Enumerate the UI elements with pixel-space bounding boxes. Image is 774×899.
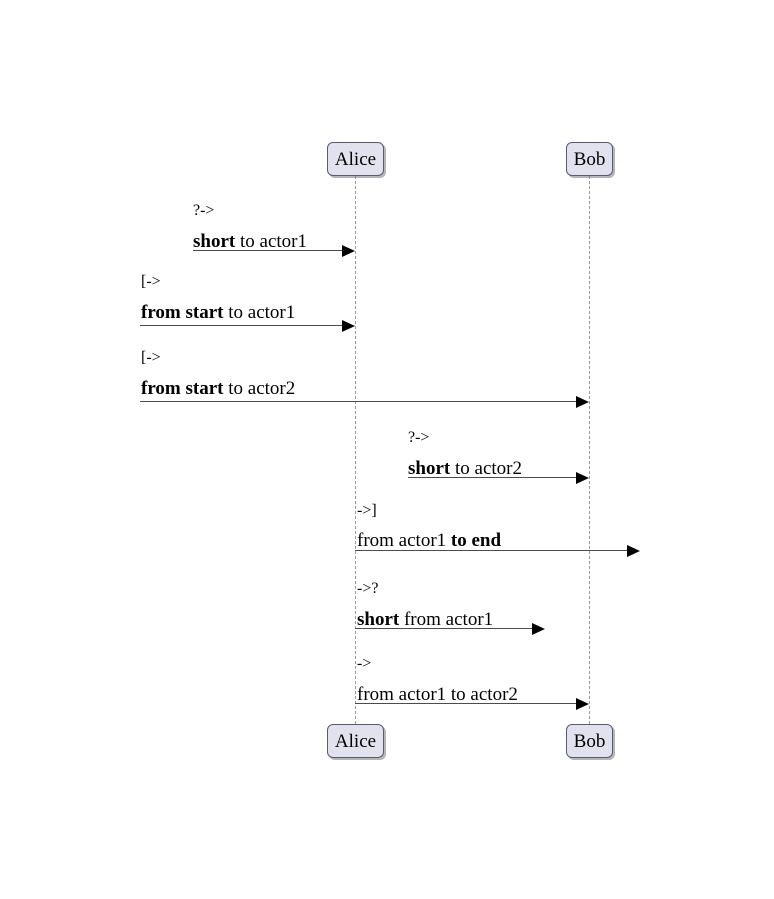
message-text-run: from actor1 — [357, 530, 451, 551]
message-arrow-head-2 — [342, 320, 355, 332]
message-text-4: short to actor2 — [408, 459, 522, 478]
message-kind-label-1: ?-> — [193, 202, 215, 219]
actor-box-actor1-top[interactable]: Alice — [327, 142, 384, 176]
message-text-run: from actor1 to actor2 — [357, 684, 518, 705]
message-kind-label-4: ?-> — [408, 429, 430, 446]
message-text-run: short — [357, 609, 400, 630]
message-text-run: from actor1 — [399, 609, 494, 630]
actor-box-actor2-bottom[interactable]: Bob — [566, 724, 613, 758]
message-arrow-head-7 — [576, 698, 589, 710]
message-text-7: from actor1 to actor2 — [357, 685, 518, 704]
message-arrow-line-5 — [355, 550, 630, 551]
message-text-5: from actor1 to end — [357, 531, 501, 550]
message-text-run: short — [193, 231, 236, 252]
message-arrow-head-1 — [342, 245, 355, 257]
message-kind-label-2: [-> — [141, 273, 161, 290]
message-kind-label-3: [-> — [141, 349, 161, 366]
message-arrow-head-6 — [532, 623, 545, 635]
actor-box-actor1-bottom[interactable]: Alice — [327, 724, 384, 758]
message-text-run: short — [408, 458, 451, 479]
actor-box-actor2-top[interactable]: Bob — [566, 142, 613, 176]
message-kind-label-7: -> — [357, 655, 372, 672]
message-arrow-line-2 — [140, 325, 345, 326]
message-text-1: short to actor1 — [193, 232, 307, 251]
message-text-run: to actor2 — [223, 378, 296, 399]
message-arrow-head-5 — [627, 545, 640, 557]
message-text-3: from start to actor2 — [141, 379, 295, 398]
message-text-run: to end — [450, 530, 502, 551]
lifeline-actor2 — [589, 176, 590, 724]
message-arrow-head-4 — [576, 472, 589, 484]
lifeline-actor1 — [355, 176, 356, 724]
message-text-2: from start to actor1 — [141, 303, 295, 322]
message-arrow-line-4 — [408, 477, 579, 478]
message-text-run: to actor2 — [450, 458, 522, 479]
message-arrow-line-6 — [355, 628, 535, 629]
message-arrow-line-7 — [355, 703, 579, 704]
message-arrow-head-3 — [576, 396, 589, 408]
message-text-run: to actor1 — [235, 231, 307, 252]
message-text-run: from start — [141, 302, 224, 323]
message-text-6: short from actor1 — [357, 610, 493, 629]
message-text-run: to actor1 — [223, 302, 296, 323]
message-arrow-line-1 — [193, 250, 345, 251]
message-kind-label-5: ->] — [357, 502, 377, 519]
message-arrow-line-3 — [140, 401, 579, 402]
message-text-run: from start — [141, 378, 224, 399]
message-kind-label-6: ->? — [357, 580, 379, 597]
